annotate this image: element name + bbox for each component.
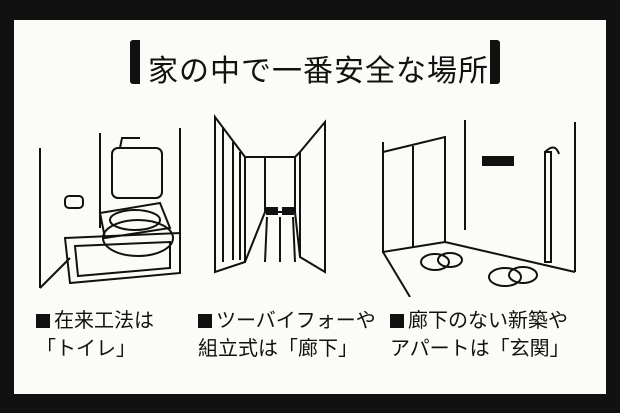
title-banner: 家の中で一番安全な場所 — [130, 34, 500, 89]
caption-toilet-line1: 在来工法は — [36, 306, 154, 334]
title-bracket-left — [130, 40, 140, 84]
bullet-square-icon — [198, 314, 212, 328]
bullet-square-icon — [390, 314, 404, 328]
caption-entrance: 廊下のない新築や アパートは「玄関」 — [390, 306, 570, 362]
caption-toilet: 在来工法は 「トイレ」 — [36, 306, 154, 362]
caption-entrance-line2: アパートは「玄関」 — [390, 336, 570, 360]
page-title: 家の中で一番安全な場所 — [148, 54, 489, 89]
caption-hallway-line1: ツーバイフォーや — [198, 306, 376, 334]
toilet-illustration — [39, 128, 181, 289]
title-bracket-right — [490, 40, 500, 84]
entrance-illustration — [382, 120, 576, 297]
caption-toilet-line2: 「トイレ」 — [36, 336, 136, 360]
bullet-square-icon — [36, 314, 50, 328]
caption-hallway-line2: 組立式は「廊下」 — [198, 336, 358, 360]
hallway-illustration — [214, 114, 326, 274]
caption-entrance-line1: 廊下のない新築や — [390, 306, 570, 334]
caption-hallway: ツーバイフォーや 組立式は「廊下」 — [198, 306, 376, 362]
paper-background — [14, 20, 606, 394]
